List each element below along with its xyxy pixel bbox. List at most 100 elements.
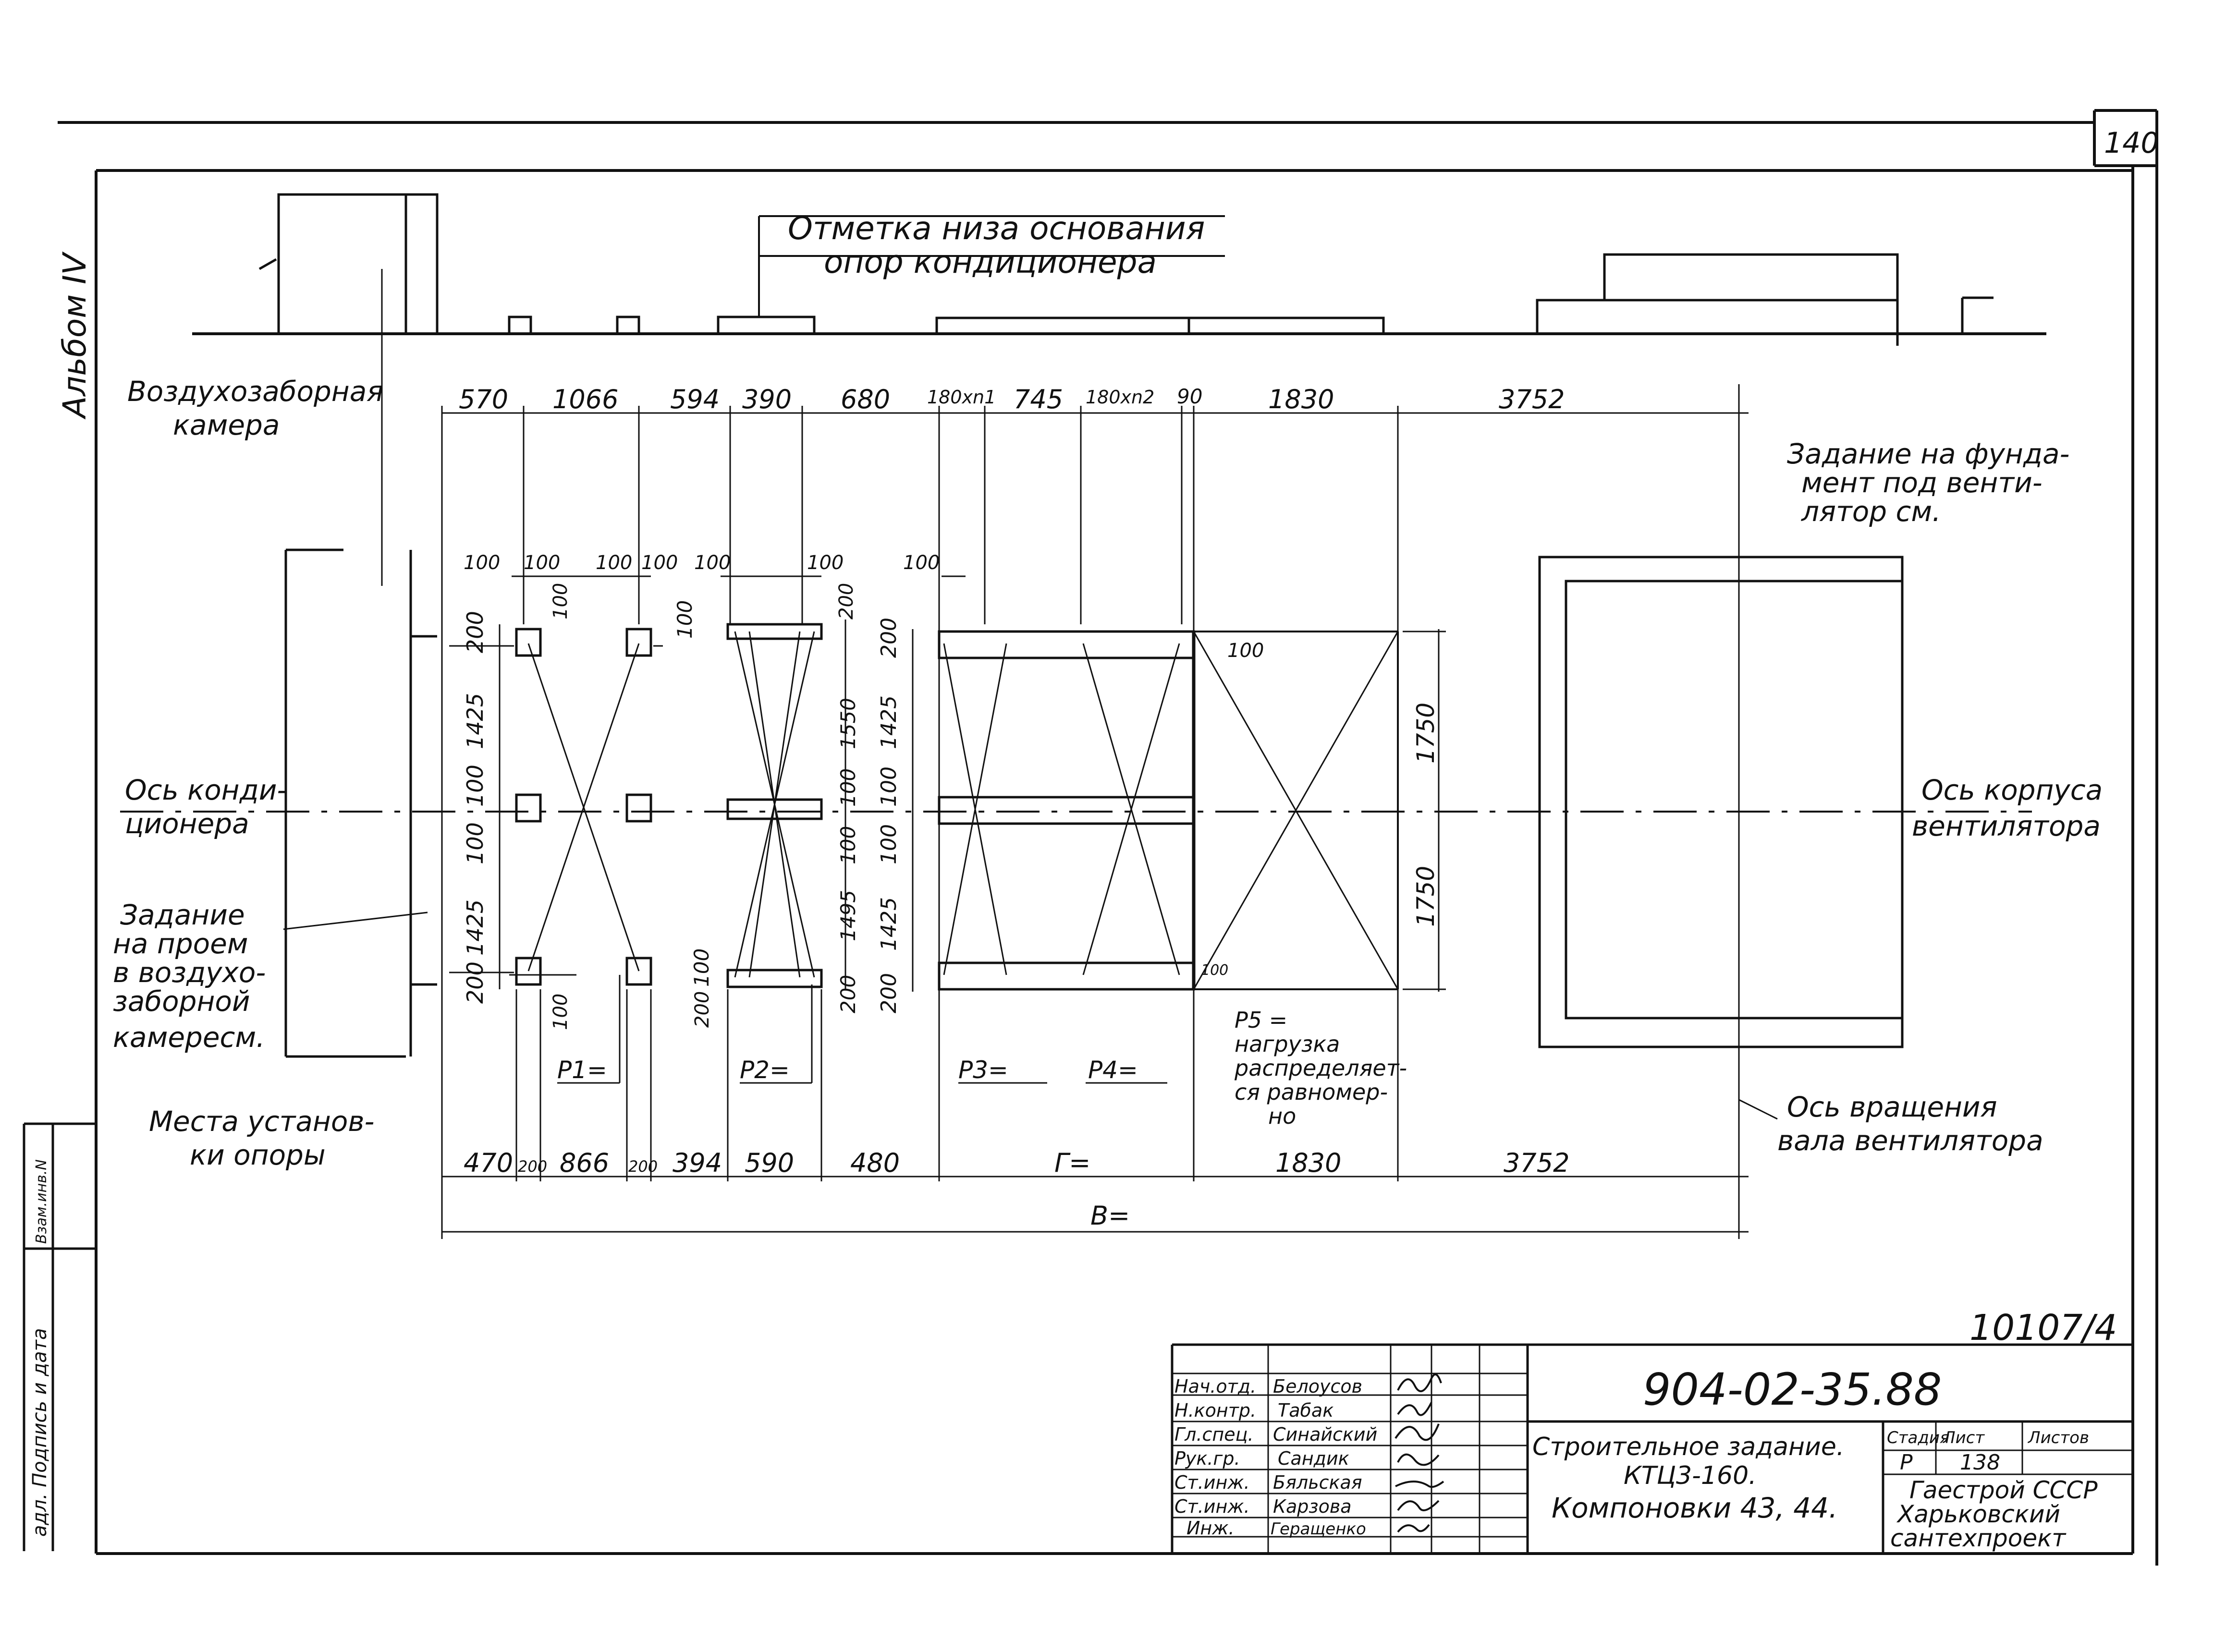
- elevation-view: [192, 193, 2046, 346]
- vd1-100a: 100: [462, 765, 488, 807]
- dim-bot-1830: 1830: [1275, 1148, 1341, 1178]
- dim-s-v2: 200: [835, 583, 857, 620]
- vd3-100b: 100: [877, 824, 901, 864]
- dim-top-1066: 1066: [552, 384, 618, 414]
- dim-s-v1: 100: [550, 583, 572, 620]
- title-code: 904-02-35.88: [1643, 1364, 1942, 1415]
- org-line-1: Гаестрой СССР: [1909, 1476, 2098, 1504]
- staff-name-5: Бяльская: [1273, 1472, 1362, 1493]
- vd2-100d: 100: [690, 948, 713, 987]
- opening-task-5: камересм.: [113, 1021, 265, 1054]
- title-block: [1171, 1343, 2133, 1554]
- p5-line-4: ся равномер-: [1235, 1079, 1388, 1105]
- vd1-200a: 200: [462, 611, 488, 653]
- dim-s-2: 100: [524, 552, 560, 574]
- sheet-value: 138: [1960, 1450, 2000, 1475]
- vdr-1750a: 1750: [1412, 703, 1440, 764]
- dim-top-n1: 180xn1: [927, 387, 996, 408]
- staff-role-7: Инж.: [1187, 1518, 1235, 1539]
- staff-role-4: Рук.гр.: [1174, 1448, 1240, 1469]
- vd1-1425a: 1425: [462, 693, 488, 749]
- staff-role-3: Гл.спец.: [1174, 1424, 1254, 1445]
- staff-name-1: Белоусов: [1273, 1376, 1362, 1397]
- p5-line-5: но: [1268, 1103, 1296, 1129]
- dim-top-745: 745: [1014, 384, 1063, 414]
- dim-s-5: 100: [694, 552, 731, 574]
- support-group-2: [726, 623, 823, 988]
- stage-header: Стадия: [1887, 1428, 1949, 1447]
- signatures: [1394, 1373, 1444, 1533]
- staff-role-1: Нач.отд.: [1174, 1376, 1256, 1397]
- p5-line-1: P5 =: [1235, 1007, 1287, 1033]
- vd2-100b: 100: [836, 768, 860, 807]
- org-line-3: сантехпроект: [1890, 1524, 2067, 1552]
- staff-name-2: Табак: [1278, 1400, 1333, 1421]
- dim-bot-394: 394: [673, 1148, 722, 1178]
- fan-shaft-axis-1: Ось вращения: [1787, 1091, 1997, 1123]
- p5-note: P5 = нагрузка распределяет- ся равномер-…: [1234, 1007, 1407, 1129]
- p5-line-2: нагрузка: [1235, 1031, 1340, 1057]
- fan-shaft-axis-2: вала вентилятора: [1777, 1124, 2043, 1157]
- opening-task-4: заборной: [113, 985, 250, 1018]
- opening-task-3: в воздухо-: [113, 956, 266, 989]
- fan-body-axis-1: Ось корпуса: [1921, 774, 2103, 806]
- fan-shaft-leader: [1738, 1099, 1778, 1120]
- doc-id: 10107/4: [1969, 1307, 2117, 1348]
- dim-top-90: 90: [1177, 385, 1202, 408]
- side-stamp-sign: адл. Подпись и дата: [29, 1328, 51, 1537]
- elevation-callout-2: опор кондиционера: [824, 243, 1157, 280]
- load-labels: P1= P2= P3= P4=: [557, 1056, 1138, 1084]
- load-p2: P2=: [740, 1056, 790, 1084]
- stage-value: Р: [1900, 1450, 1913, 1475]
- annotations-right: Задание на фунда- мент под венти- лятор …: [1777, 437, 2103, 1157]
- title-name-1: Строительное задание.: [1532, 1433, 1844, 1461]
- dim-bot-866: 866: [560, 1148, 609, 1178]
- p5-line-3: распределяет-: [1234, 1055, 1407, 1081]
- load-leaders: [557, 975, 1167, 1084]
- vd2-1495: 1495: [836, 890, 860, 941]
- vertical-dims-right: 1750 1750: [1412, 703, 1440, 927]
- small-dimensions: 100 100 100 100 100 100 100 100 100 100 …: [464, 552, 1264, 1030]
- top-dimensions: 570 1066 594 390 680 180xn1 745 180xn2 9…: [459, 384, 1565, 414]
- dim-s-4: 100: [641, 552, 678, 574]
- vd1-200b: 200: [462, 961, 488, 1004]
- page-number: 140: [2104, 126, 2159, 160]
- support-group-1: [449, 628, 663, 986]
- conditioner-axis-label-2: ционера: [125, 807, 249, 840]
- side-stamp-inv: Взам.инв.N: [33, 1159, 50, 1244]
- staff-table: Нач.отд. Белоусов Н.контр. Табак Гл.спец…: [1174, 1376, 1377, 1539]
- dim-s-3: 100: [596, 552, 632, 574]
- vd3-200a: 200: [877, 618, 901, 658]
- bottom-dimensions: 470 200 866 200 394 590 480 Г= 1830 3752…: [464, 1148, 1569, 1231]
- dim-top-594: 594: [670, 384, 720, 414]
- dim-s-v4: 200: [691, 991, 713, 1028]
- staff-name-6: Карзова: [1273, 1496, 1352, 1517]
- vd3-1425b: 1425: [877, 897, 901, 951]
- staff-name-7: Геращенко: [1271, 1519, 1366, 1539]
- support-group-3: [938, 630, 1399, 991]
- fan-foundation: [1538, 556, 1904, 1048]
- air-intake-label-2: камера: [173, 409, 280, 441]
- fan-body-axis-2: вентилятора: [1912, 810, 2101, 842]
- org-line-2: Харьковский: [1896, 1500, 2060, 1528]
- dim-bot-470: 470: [464, 1148, 513, 1178]
- dim-overall: В=: [1090, 1201, 1130, 1231]
- dim-s-7: 100: [903, 552, 940, 574]
- album-label: Альбом IV: [56, 251, 93, 420]
- dim-bot-590: 590: [745, 1148, 794, 1178]
- sheet-frame: [58, 109, 2158, 1566]
- dim-top-1830: 1830: [1268, 384, 1334, 414]
- title-name-3: Компоновки 43, 44.: [1552, 1492, 1838, 1524]
- dim-s-8: 100: [1227, 640, 1264, 662]
- dim-s-9: 100: [1201, 962, 1228, 979]
- dim-bot-3752: 3752: [1504, 1148, 1569, 1178]
- sheet-header: Лист: [1942, 1428, 1985, 1447]
- vd2-200: 200: [836, 975, 860, 1013]
- sheets-header: Листов: [2027, 1428, 2089, 1447]
- vd2-100a: 100: [673, 600, 697, 639]
- dim-s-v3: 100: [550, 994, 572, 1030]
- dim-top-n2: 180xn2: [1086, 387, 1154, 408]
- staff-name-3: Синайский: [1273, 1424, 1377, 1445]
- vertical-dims-group-1: 200 1425 100 100 1425 200: [462, 611, 488, 1004]
